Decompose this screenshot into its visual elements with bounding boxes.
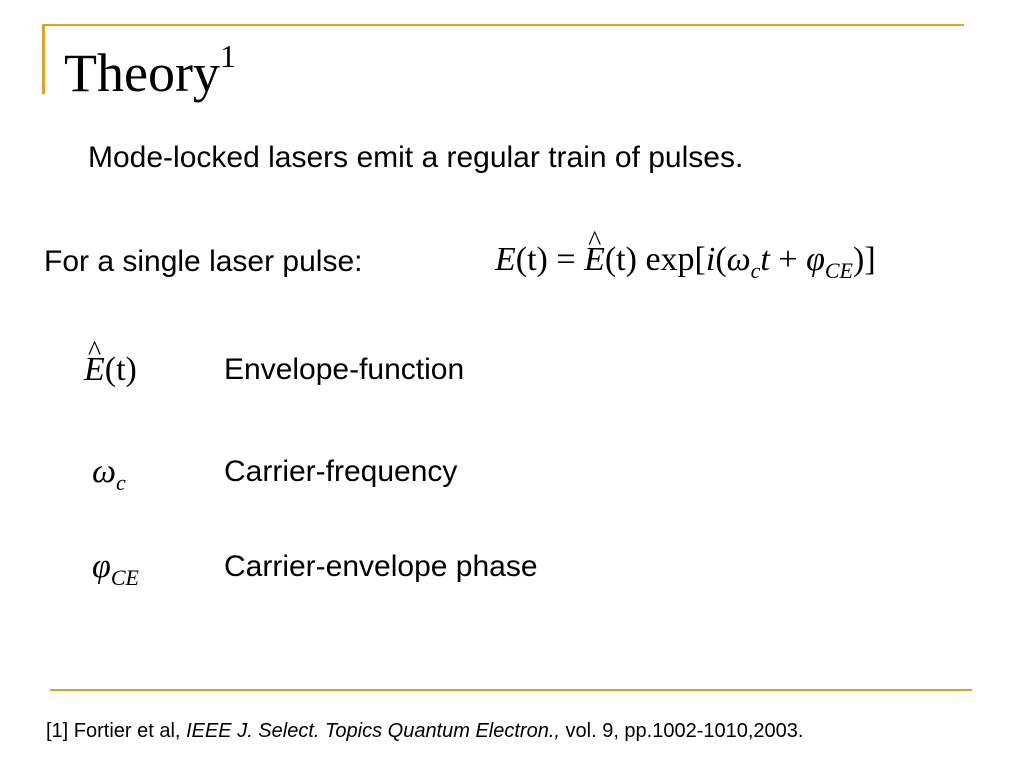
reference-prefix: [1] Fortier et al, [46, 720, 181, 742]
slide-title: Theory1 [64, 38, 236, 108]
eq-lhs-arg: (t) [515, 241, 548, 278]
eq-imaginary-unit: i [705, 241, 716, 278]
eq-phi-sub: CE [824, 258, 853, 283]
single-pulse-label: For a single laser pulse: [44, 245, 363, 278]
eq-envelope-symbol: E [584, 220, 605, 282]
eq-omega: ω [726, 241, 751, 278]
reference-footnote: [1] Fortier et al, IEEE J. Select. Topic… [46, 718, 803, 744]
eq-close: )] [853, 241, 876, 278]
eq-equals: = [556, 241, 576, 278]
omega-symbol-sub: c [116, 470, 126, 495]
eq-phi: φ [806, 241, 825, 278]
eq-omega-sub: c [750, 258, 761, 283]
pulse-equation: E(t) = E(t) exp[i(ωct + φCE)] [495, 220, 876, 283]
carrier-frequency-label: Carrier-frequency [224, 455, 458, 488]
eq-open-bracket: [ [694, 241, 706, 278]
eq-envelope-arg: (t) [604, 241, 637, 278]
omega-symbol-letter: ω [92, 453, 117, 490]
phi-symbol-letter: φ [92, 548, 111, 585]
accent-line-top [42, 24, 964, 26]
title-footnote-marker: 1 [219, 38, 236, 74]
slide-title-text: Theory [64, 43, 220, 103]
eq-lhs: E [495, 241, 516, 278]
envelope-label: Envelope-function [224, 353, 465, 386]
eq-open-paren: ( [715, 241, 727, 278]
eq-exp: exp [645, 241, 695, 278]
phi-symbol-sub: CE [110, 565, 139, 590]
carrier-envelope-phase-label: Carrier-envelope phase [224, 550, 538, 583]
accent-line-bottom [50, 689, 972, 691]
envelope-symbol: E(t) [84, 330, 137, 392]
reference-journal: IEEE J. Select. Topics Quantum Electron.… [186, 720, 560, 742]
omega-symbol: ωc [92, 450, 126, 494]
accent-bar-vertical [42, 24, 45, 94]
reference-suffix: vol. 9, pp.1002-1010,2003. [565, 720, 804, 742]
intro-text: Mode-locked lasers emit a regular train … [88, 141, 744, 174]
envelope-symbol-arg: (t) [104, 351, 137, 388]
eq-plus: + [778, 241, 798, 278]
eq-t: t [760, 241, 770, 278]
envelope-symbol-letter: E [84, 330, 105, 392]
phi-symbol: φCE [92, 545, 139, 589]
